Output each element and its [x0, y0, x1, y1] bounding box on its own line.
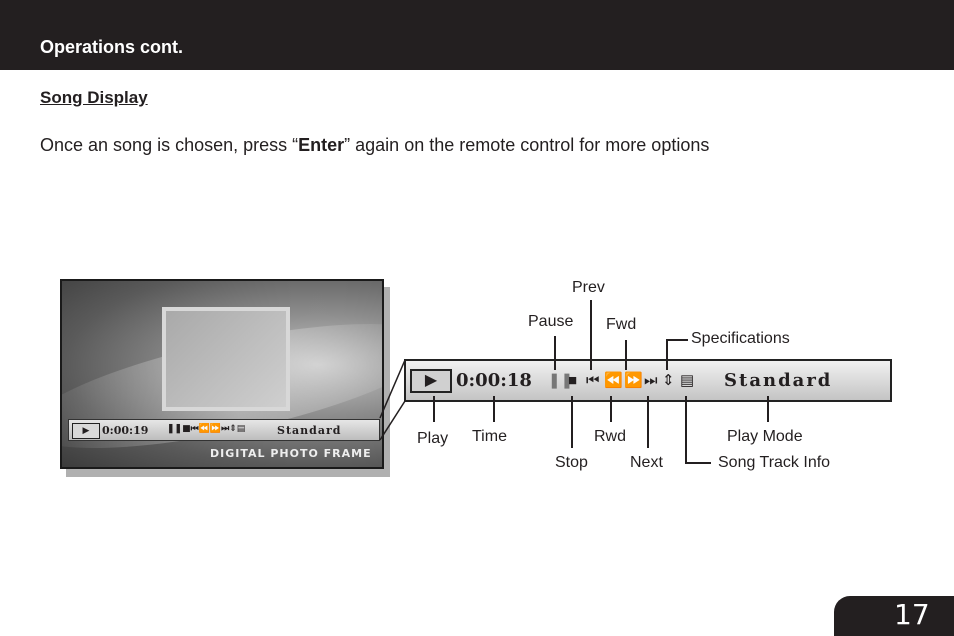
line-fwd — [625, 340, 627, 370]
label-stop: Stop — [555, 454, 588, 471]
intro-before: Once an song is chosen, press “ — [40, 135, 299, 155]
photo-frame-screen: ▶ 0:00:19 ❚❚■⏮⏪⏩⏭⇕▤ Standard DIGITAL PHO… — [60, 279, 384, 469]
stop-icon[interactable]: ■ — [568, 372, 578, 389]
time-display: 0:00:18 — [456, 370, 532, 391]
line-stop — [571, 396, 573, 448]
label-song-track-info: Song Track Info — [718, 454, 831, 471]
small-control-icons: ❚❚■⏮⏪⏩⏭⇕▤ — [167, 424, 246, 434]
line-song-track-info-h — [685, 462, 711, 464]
zoom-line-top — [379, 359, 406, 419]
line-song-track-info-v — [685, 396, 687, 464]
line-rwd — [610, 396, 612, 422]
line-specifications-v — [666, 339, 668, 370]
intro-text: Once an song is chosen, press “Enter” ag… — [40, 135, 709, 156]
label-next: Next — [630, 454, 663, 471]
specifications-icon[interactable]: ⇕ — [662, 372, 675, 389]
label-fwd: Fwd — [606, 316, 637, 333]
small-mode: Standard — [277, 424, 342, 437]
label-specifications: Specifications — [691, 330, 790, 347]
page-tab — [834, 596, 954, 636]
small-play-icon: ▶ — [72, 423, 100, 439]
line-specifications-h — [666, 339, 688, 341]
intro-after: ” again on the remote control for more o… — [344, 135, 710, 155]
album-art-frame — [162, 307, 290, 411]
control-bar: ▶ 0:00:18 ❚❚ ■ ⏮ ⏪ ⏩ ⏭ ⇕ ▤ Standard — [404, 359, 892, 402]
header-bar: Operations cont. — [0, 0, 954, 70]
line-time — [493, 396, 495, 422]
label-play-mode: Play Mode — [727, 428, 803, 445]
page-number: 17 — [894, 598, 930, 631]
zoom-line-bottom — [379, 400, 406, 441]
small-control-bar: ▶ 0:00:19 ❚❚■⏮⏪⏩⏭⇕▤ Standard — [68, 419, 380, 441]
label-time: Time — [472, 428, 507, 445]
header-title: Operations cont. — [40, 37, 184, 57]
line-pause — [554, 336, 556, 370]
play-mode-display: Standard — [724, 370, 833, 391]
line-next — [647, 396, 649, 448]
line-play-mode — [767, 396, 769, 422]
intro-bold: Enter — [298, 135, 345, 155]
line-prev — [590, 300, 592, 370]
label-pause: Pause — [528, 313, 574, 330]
label-prev: Prev — [572, 279, 605, 296]
fwd-icon[interactable]: ⏩ — [624, 372, 643, 389]
line-play — [433, 396, 435, 422]
label-rwd: Rwd — [594, 428, 627, 445]
play-icon[interactable]: ▶ — [410, 369, 452, 393]
next-icon[interactable]: ⏭ — [644, 372, 658, 389]
rwd-icon[interactable]: ⏪ — [604, 372, 623, 389]
small-time: 0:00:19 — [102, 424, 149, 437]
track-info-icon[interactable]: ▤ — [680, 372, 695, 389]
label-play: Play — [417, 430, 449, 447]
pause-icon[interactable]: ❚❚ — [548, 372, 574, 389]
brand-text: DIGITAL PHOTO FRAME — [210, 447, 372, 460]
prev-icon[interactable]: ⏮ — [586, 372, 600, 389]
section-title: Song Display — [40, 88, 148, 107]
